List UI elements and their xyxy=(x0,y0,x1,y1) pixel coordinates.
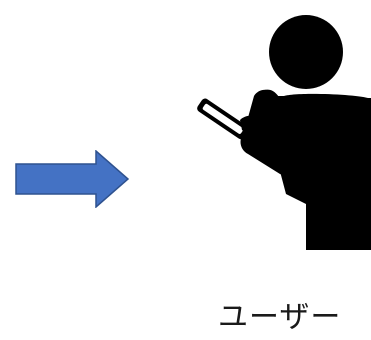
person-fingers xyxy=(240,115,267,142)
person-using-phone-icon xyxy=(197,15,371,250)
user-label: ユーザー xyxy=(218,300,342,335)
phone-icon xyxy=(197,98,249,140)
person-arm xyxy=(240,89,301,176)
right-arrow-icon xyxy=(15,150,130,208)
phone-screen xyxy=(202,103,244,134)
person-head xyxy=(269,15,343,89)
arrow-shape xyxy=(15,150,130,208)
